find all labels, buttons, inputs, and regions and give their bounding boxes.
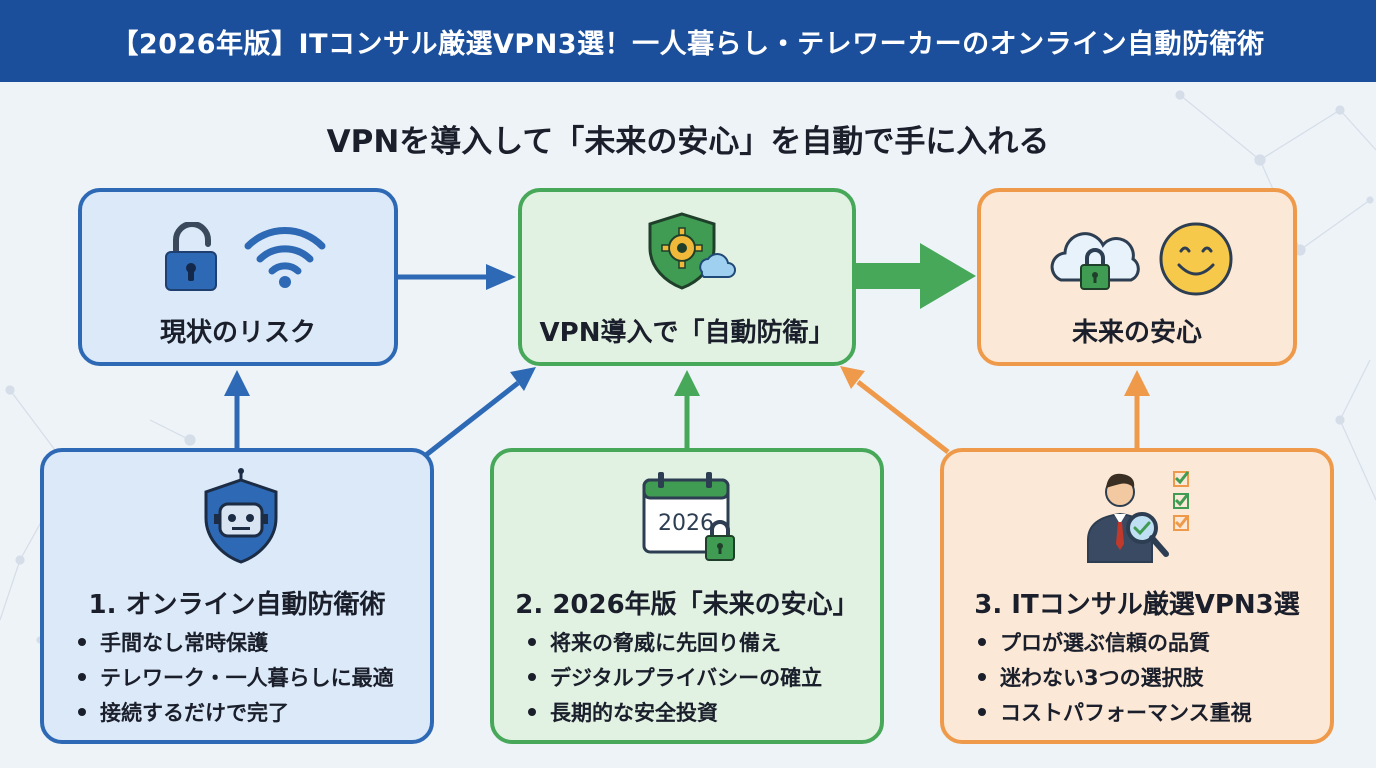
online-auto-defense-box: 1. オンライン自動防衛術 手間なし常時保護 テレワーク・一人暮らしに最適 接続… [40,448,434,744]
calendar-lock-icon: 2026 [642,472,735,561]
list-item: 将来の脅威に先回り備え [528,626,822,661]
robot-shield-icon [204,468,278,564]
future-peace-title: 未来の安心 [1071,318,1202,348]
current-risk-box: 現状のリスク [78,188,398,366]
list-item: テレワーク・一人暮らしに最適 [78,661,394,696]
future-peace-box: 未来の安心 [977,188,1297,366]
list-item: 迷わない3つの選択肢 [978,661,1252,696]
wifi-icon [244,227,326,288]
future-peace-2026-list: 将来の脅威に先回り備え デジタルプライバシーの確立 長期的な安全投資 [528,626,822,731]
list-item: 接続するだけで完了 [78,696,394,731]
shield-gear-cloud-icon [648,212,736,290]
list-item: コストパフォーマンス重視 [978,696,1252,731]
it-consultant-vpn-title: 3. ITコンサル厳選VPN3選 [974,590,1300,620]
cloud-lock-icon [1050,232,1140,290]
page-header: 【2026年版】ITコンサル厳選VPN3選！一人暮らし・テレワーカーのオンライン… [0,0,1376,82]
current-risk-title: 現状のリスク [159,318,316,348]
consultant-checklist-icon [1087,471,1190,563]
it-consultant-vpn-list: プロが選ぶ信頼の品質 迷わない3つの選択肢 コストパフォーマンス重視 [978,626,1252,731]
open-padlock-icon [165,222,217,291]
list-item: 長期的な安全投資 [528,696,822,731]
smiley-face-icon [1159,222,1233,296]
vpn-auto-defense-box: VPN導入で「自動防衛」 [518,188,856,366]
future-peace-2026-box: 2026 2. 2026年版「未来の安心」 将来の脅威に先回り備え デジタルプラ… [490,448,884,744]
page-title: 【2026年版】ITコンサル厳選VPN3選！一人暮らし・テレワーカーのオンライン… [111,28,1265,60]
list-item: プロが選ぶ信頼の品質 [978,626,1252,661]
vpn-auto-defense-title: VPN導入で「自動防衛」 [539,318,835,348]
calendar-year-label: 2026 [658,511,714,536]
online-auto-defense-list: 手間なし常時保護 テレワーク・一人暮らしに最適 接続するだけで完了 [78,626,394,731]
it-consultant-vpn-box: 3. ITコンサル厳選VPN3選 プロが選ぶ信頼の品質 迷わない3つの選択肢 コ… [940,448,1334,744]
list-item: 手間なし常時保護 [78,626,394,661]
online-auto-defense-title: 1. オンライン自動防衛術 [88,590,386,620]
diagram-subtitle: VPNを導入して「未来の安心」を自動で手に入れる [326,124,1050,160]
future-peace-2026-title: 2. 2026年版「未来の安心」 [515,590,859,620]
list-item: デジタルプライバシーの確立 [528,661,822,696]
